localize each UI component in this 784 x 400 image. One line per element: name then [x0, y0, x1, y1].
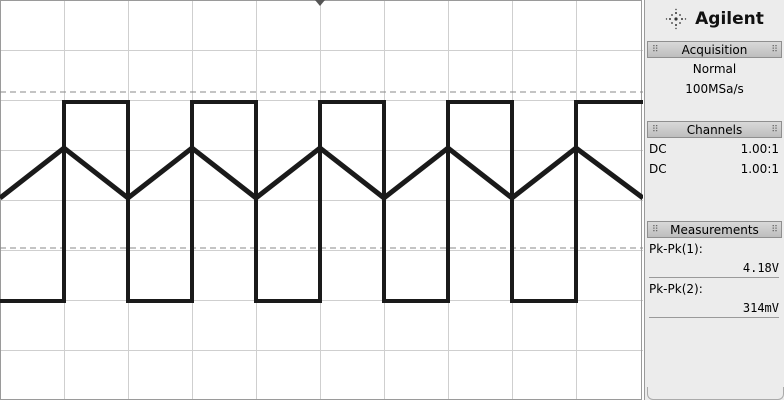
- channel-probe: 1.00:1: [740, 162, 779, 176]
- channel-probe: 1.00:1: [740, 142, 779, 156]
- side-panel: Agilent ⠿ Acquisition ⠿ Normal 100MSa/s …: [644, 0, 784, 400]
- agilent-spark-icon: [665, 8, 687, 30]
- trigger-position-marker: [315, 0, 325, 6]
- waveform-graticule: [0, 0, 643, 400]
- acquisition-mode: Normal: [692, 62, 737, 76]
- panel-frame: [647, 387, 784, 400]
- channel-row: DC 1.00:1: [649, 142, 779, 156]
- channel-row: DC 1.00:1: [649, 162, 779, 176]
- channel-coupling: DC: [649, 162, 667, 176]
- grip-icon: ⠿: [652, 224, 659, 235]
- acquisition-sample-rate: 100MSa/s: [685, 82, 744, 96]
- grip-icon: ⠿: [771, 44, 778, 55]
- oscilloscope-display: [0, 0, 643, 400]
- channels-title: Channels: [686, 122, 743, 137]
- channels-header[interactable]: ⠿ Channels ⠿: [647, 121, 782, 138]
- grip-icon: ⠿: [652, 44, 659, 55]
- measurement-label: Pk-Pk(1):: [649, 242, 703, 256]
- measurement-value: 314mV: [649, 301, 779, 318]
- channel-coupling: DC: [649, 142, 667, 156]
- grip-icon: ⠿: [652, 124, 659, 135]
- brand-header: Agilent: [645, 0, 784, 38]
- measurement-label: Pk-Pk(2):: [649, 282, 703, 296]
- measurement-value: 4.18V: [649, 261, 779, 278]
- grip-icon: ⠿: [771, 124, 778, 135]
- ch1-square-trace: [0, 100, 643, 303]
- measurements-title: Measurements: [670, 222, 759, 237]
- ch2-triangle-trace: [0, 144, 643, 202]
- grip-icon: ⠿: [771, 224, 778, 235]
- acquisition-header[interactable]: ⠿ Acquisition ⠿: [647, 41, 782, 58]
- acquisition-title: Acquisition: [681, 42, 748, 57]
- brand-name: Agilent: [695, 9, 764, 29]
- measurements-header[interactable]: ⠿ Measurements ⠿: [647, 221, 782, 238]
